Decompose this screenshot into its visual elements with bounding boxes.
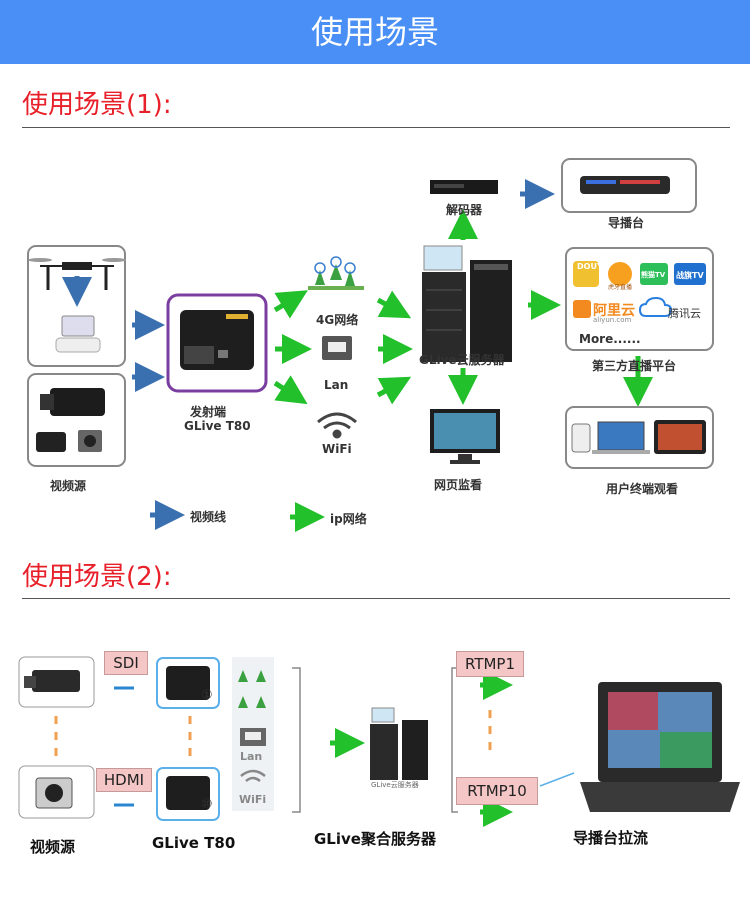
scene1-divider: [22, 127, 730, 128]
user-view-label: 用户终端观看: [606, 482, 679, 496]
rtmp1-tag: RTMP1: [456, 651, 524, 677]
douyu-logo-icon: [573, 261, 599, 287]
hdmi-tag: HDMI: [96, 768, 152, 792]
drone-icon: [28, 258, 126, 290]
broadcast-camera-icon: [24, 670, 80, 692]
encoder1-badge: ①: [201, 688, 213, 703]
scene2-title: 使用场景(2):: [22, 562, 172, 592]
sdi-tag: SDI: [104, 651, 148, 675]
4g-tower-icon: [308, 256, 364, 290]
action-camera-icon: [35, 777, 73, 809]
douyu-text: DOUYU: [577, 262, 610, 271]
encoder10-badge: ⑩: [201, 797, 213, 812]
aliyun-text: 阿里云: [593, 303, 635, 319]
signal-towers-icon: [238, 670, 266, 708]
page-banner: 使用场景: [0, 0, 750, 64]
director-console-icon: [580, 176, 670, 194]
legend-ip-label: ip网络: [330, 512, 367, 526]
scene2-source-label: 视频源: [30, 838, 76, 856]
scene2-server-label: GLive聚合服务器: [314, 830, 436, 848]
server-label: GLive云服务器: [419, 353, 505, 367]
scene1-title: 使用场景(1):: [22, 90, 172, 120]
panda-text: 熊猫TV: [641, 271, 666, 279]
user-devices-icon: [571, 420, 706, 454]
portable-director-icon: [580, 682, 740, 812]
lan-port-icon-2: [240, 728, 266, 746]
wifi-label: WiFi: [322, 442, 352, 456]
platforms-label: 第三方直播平台: [592, 359, 677, 373]
camcorder-icon: [36, 388, 105, 452]
yy-logo-icon: [608, 262, 632, 286]
director-label: 导播台: [608, 216, 645, 230]
server-icon: [422, 245, 512, 362]
aliyun-sub-text: aliyun.com: [593, 316, 632, 324]
wifi-icon: [317, 412, 357, 439]
camera-box: [27, 373, 126, 467]
scene2-director-label: 导播台拉流: [573, 829, 649, 847]
decoder-icon: [430, 180, 498, 194]
encoder1-device-icon: [166, 666, 210, 700]
callout-line: [539, 772, 575, 787]
aliyun-logo-icon: [573, 300, 591, 318]
encoder-label-line1: 发射端: [190, 405, 227, 419]
decoder-label: 解码器: [446, 203, 483, 217]
wifi-icon-2: [240, 769, 266, 782]
scene2-diagram: [18, 656, 740, 827]
web-monitor-label: 网页监看: [434, 478, 483, 492]
wifi-text-2: WiFi: [239, 793, 267, 806]
network-bracket: [292, 667, 301, 813]
zhanqi-logo-icon: [674, 263, 706, 285]
panda-logo-icon: [640, 263, 668, 285]
yy-text: 虎牙直播: [608, 284, 633, 291]
rtmp-bracket: [451, 667, 458, 813]
controller-icon: [55, 315, 101, 353]
lan-label: Lan: [324, 378, 349, 392]
legend-video-label: 视频线: [190, 510, 227, 524]
lan-port-icon: [322, 336, 352, 360]
scene1-diagram: [27, 158, 714, 532]
monitor-icon: [430, 409, 500, 464]
encoder-label-line2: GLive T80: [184, 419, 251, 433]
scene2-encoder-label: GLive T80: [152, 834, 236, 852]
encoder-device-icon: [180, 310, 254, 370]
more-text: More......: [579, 332, 641, 346]
server-caption: GLive云服务器: [371, 781, 419, 789]
zhanqi-text: 战旗TV: [676, 271, 704, 280]
tencent-cloud-icon: [638, 296, 673, 317]
lan-text-2: Lan: [240, 750, 263, 763]
scene2-divider: [22, 598, 730, 599]
rtmp10-tag: RTMP10: [456, 777, 538, 805]
video-source-label: 视频源: [50, 479, 87, 493]
4g-label: 4G网络: [316, 313, 359, 327]
aggregation-server-icon: [370, 707, 428, 780]
encoder10-device-icon: [166, 776, 210, 810]
tencent-text: 腾讯云: [668, 307, 701, 320]
